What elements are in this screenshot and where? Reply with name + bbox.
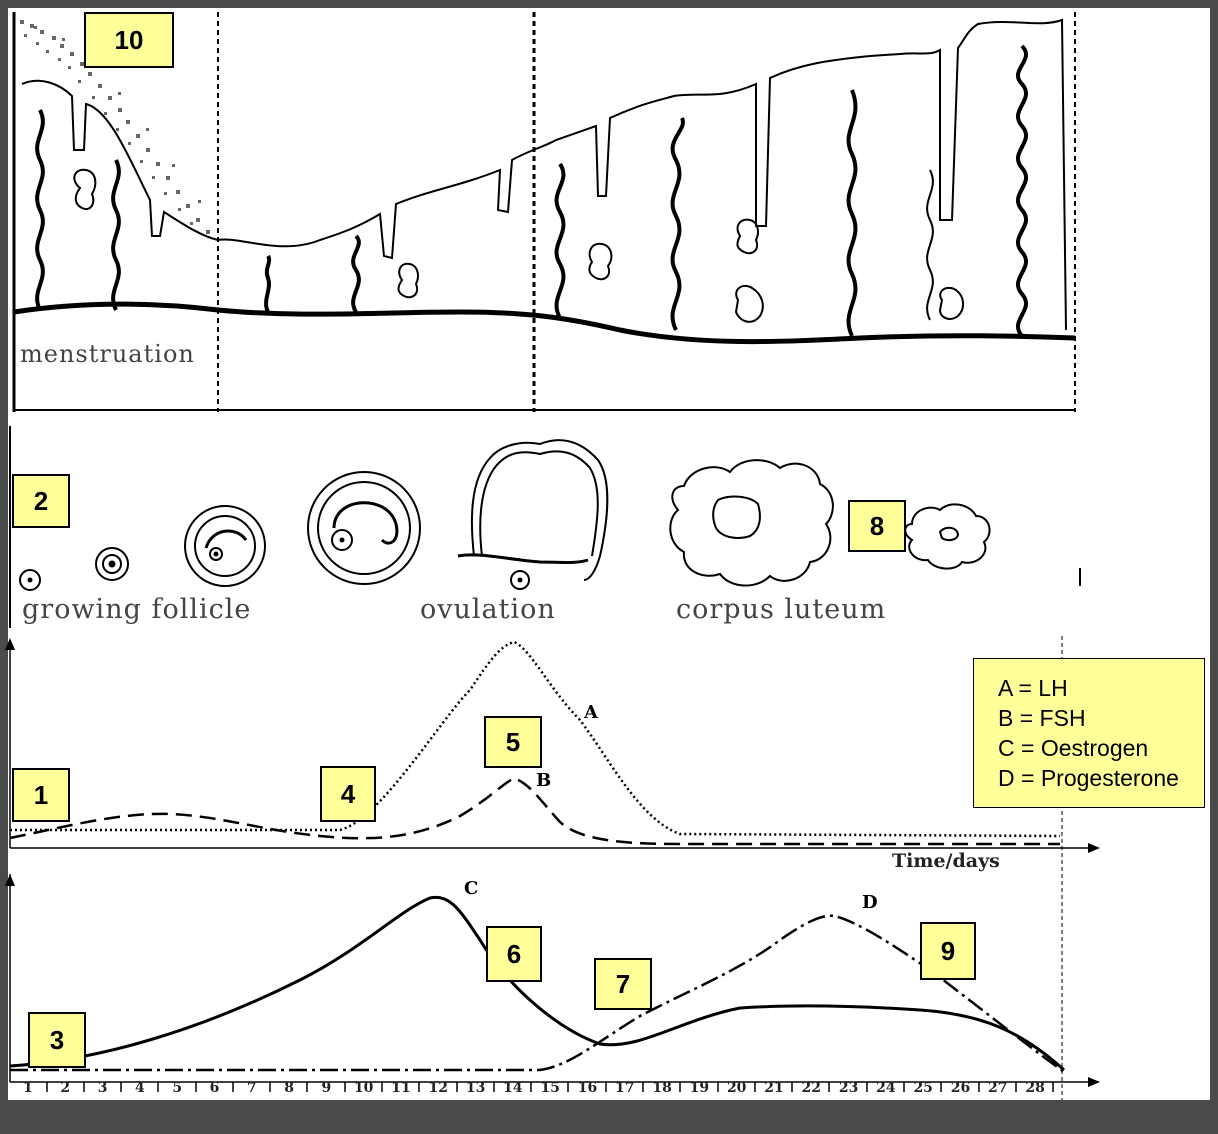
hormone-legend: A = LH B = FSH C = Oestrogen D = Progest… bbox=[973, 658, 1205, 808]
number-box-3: 3 bbox=[28, 1012, 86, 1068]
fsh-curve bbox=[9, 776, 1060, 846]
day-label: 16 bbox=[577, 1080, 598, 1096]
ovary-panel bbox=[9, 426, 1081, 628]
lh-curve bbox=[10, 640, 1061, 838]
legend-progesterone: D = Progesterone bbox=[998, 765, 1179, 791]
progesterone-curve bbox=[10, 914, 1065, 1074]
legend-fsh: B = FSH bbox=[998, 705, 1086, 731]
ovulation-label: ovulation bbox=[420, 594, 556, 625]
day-label: 21 bbox=[764, 1080, 784, 1096]
corpus-luteum-label: corpus luteum bbox=[676, 594, 887, 625]
day-label: 14 bbox=[503, 1080, 523, 1096]
curve-label-c: C bbox=[464, 878, 479, 899]
curve-label-b: B bbox=[536, 770, 552, 791]
day-label: 2 bbox=[60, 1080, 71, 1096]
day-label: 13 bbox=[465, 1080, 486, 1096]
day-label: 25 bbox=[913, 1080, 933, 1096]
day-label: 10 bbox=[353, 1080, 374, 1096]
day-label: 23 bbox=[838, 1080, 859, 1096]
day-label: 6 bbox=[209, 1080, 220, 1096]
day-label: 7 bbox=[246, 1080, 257, 1096]
number-box-9: 9 bbox=[920, 922, 976, 980]
number-box-6: 6 bbox=[486, 926, 542, 982]
number-box-5: 5 bbox=[484, 716, 542, 768]
growing-follicle-label: growing follicle bbox=[22, 594, 252, 625]
number-box-10: 10 bbox=[84, 12, 174, 68]
day-label: 15 bbox=[540, 1080, 560, 1096]
legend-lh: A = LH bbox=[998, 675, 1068, 701]
legend-oestrogen: C = Oestrogen bbox=[998, 735, 1149, 761]
day-label: 18 bbox=[652, 1080, 672, 1096]
day-label: 24 bbox=[876, 1080, 896, 1096]
day-label: 22 bbox=[801, 1080, 822, 1096]
day-label: 28 bbox=[1025, 1080, 1045, 1096]
menstrual-cycle-diagram bbox=[8, 8, 1210, 1100]
day-label: 17 bbox=[615, 1080, 635, 1096]
shedding-tissue bbox=[20, 20, 210, 234]
day-label: 27 bbox=[988, 1080, 1008, 1096]
day-label: 12 bbox=[428, 1080, 449, 1096]
day-label: 8 bbox=[284, 1080, 294, 1096]
curve-label-d: D bbox=[862, 892, 878, 913]
day-label: 5 bbox=[172, 1080, 183, 1096]
number-box-1: 1 bbox=[12, 768, 70, 822]
day-label: 20 bbox=[726, 1080, 747, 1096]
day-label: 3 bbox=[97, 1080, 108, 1096]
endometrium-panel bbox=[12, 12, 1076, 412]
menstruation-label: menstruation bbox=[20, 340, 195, 368]
curve-label-a: A bbox=[584, 702, 598, 723]
day-ticks bbox=[46, 1082, 1054, 1092]
day-label: 26 bbox=[950, 1080, 971, 1096]
ovarian-hormone-graph bbox=[5, 874, 1100, 1092]
day-label: 11 bbox=[391, 1080, 411, 1096]
day-label: 1 bbox=[23, 1080, 33, 1096]
number-box-4: 4 bbox=[320, 766, 376, 822]
oestrogen-curve bbox=[9, 895, 1066, 1072]
day-label: 4 bbox=[135, 1080, 145, 1096]
time-axis-label: Time/days bbox=[892, 850, 1000, 872]
number-box-8: 8 bbox=[848, 500, 906, 552]
number-box-2: 2 bbox=[12, 474, 70, 528]
day-label: 19 bbox=[689, 1080, 710, 1096]
number-box-7: 7 bbox=[594, 958, 652, 1010]
day-label: 9 bbox=[321, 1080, 332, 1096]
